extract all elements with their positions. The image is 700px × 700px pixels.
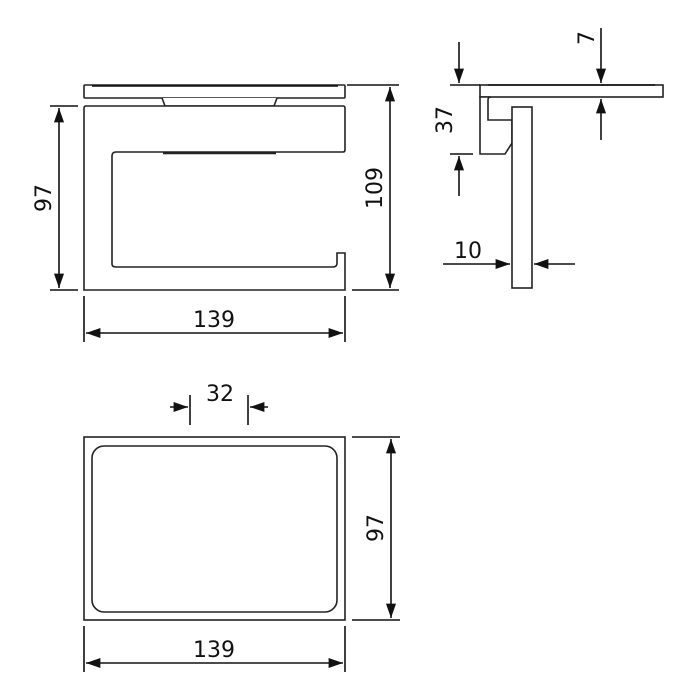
- dim-bar-thickness: 10: [454, 239, 482, 264]
- dim-front-width: 139: [193, 308, 235, 333]
- dim-slot-width: 32: [206, 382, 234, 407]
- front-view: 97 109 139: [32, 84, 399, 342]
- dim-front-total-height: 109: [363, 167, 388, 209]
- dim-shelf-thickness: 7: [575, 31, 600, 45]
- front-c-holder: [83, 105, 346, 291]
- dim-bracket-height: 37: [433, 106, 458, 134]
- front-mount-bracket: [161, 97, 278, 107]
- front-shelf-plate: [83, 84, 346, 99]
- dim-top-depth: 97: [364, 514, 389, 542]
- dim-top-width: 139: [193, 638, 235, 663]
- side-shelf-plate: [479, 84, 664, 98]
- top-view: 32 97 139: [83, 382, 400, 672]
- dim-front-height: 97: [32, 184, 57, 212]
- top-inner-tray: [91, 445, 338, 613]
- side-mount-bracket: [479, 96, 513, 155]
- side-view: 37 7 10: [433, 28, 664, 289]
- side-vertical-bar: [511, 106, 533, 289]
